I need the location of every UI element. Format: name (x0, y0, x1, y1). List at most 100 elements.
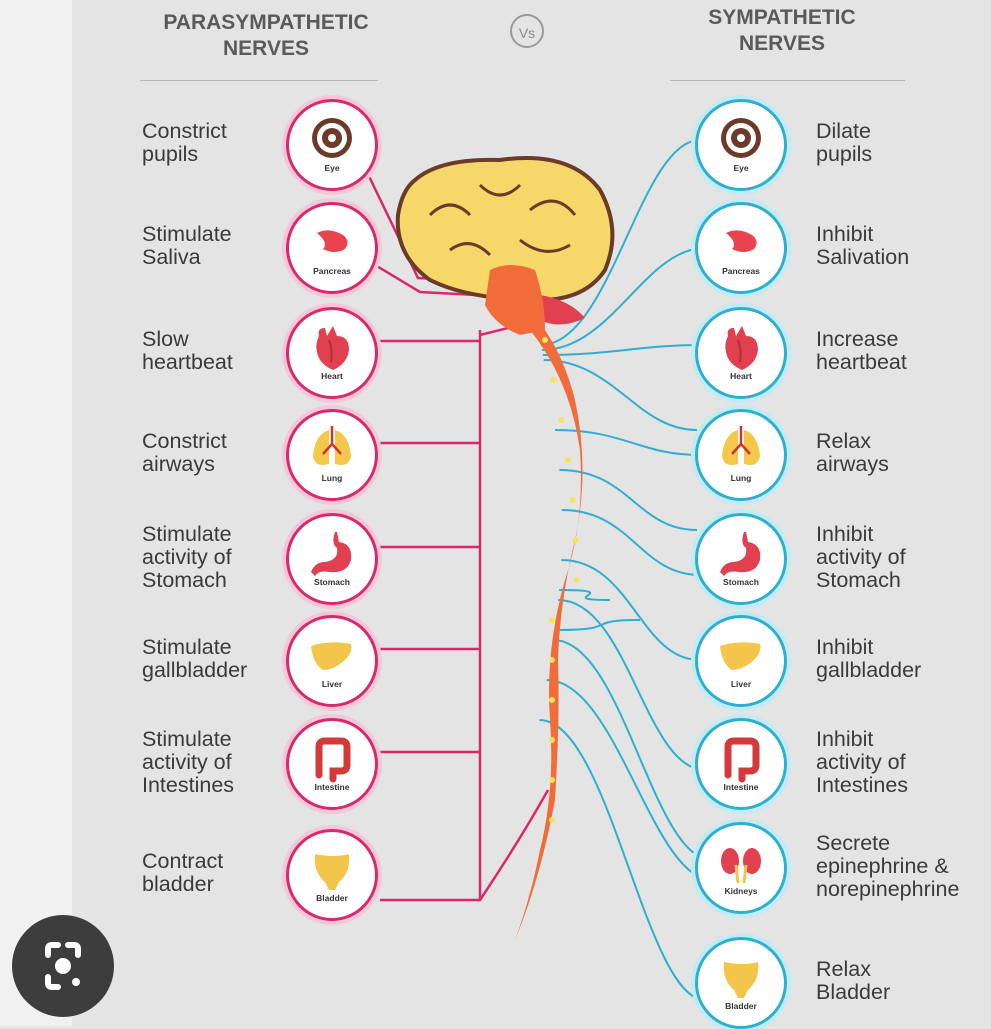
sympathetic-eye-organ: Eye (695, 99, 787, 191)
spinal-ganglion-dot (542, 337, 548, 343)
bladder-icon (723, 962, 759, 998)
brain-illustration (395, 156, 615, 303)
organ-name-label: Bladder (316, 893, 348, 903)
sympathetic-effect-label: Inhibit activity of Intestines (816, 726, 909, 797)
organ-name-label: Intestine (314, 782, 350, 792)
spinal-ganglion-dot (572, 537, 579, 543)
sympathetic-nerve (561, 559, 701, 661)
sympathetic-nerve (559, 469, 698, 531)
parasympathetic-effect-label: Contract bladder (142, 849, 224, 896)
left-heading-rule (140, 80, 378, 81)
sympathetic-heart-organ: Heart (695, 307, 787, 399)
lung-icon (722, 426, 760, 465)
vs-badge: Vs (510, 14, 544, 48)
spinal-ganglion-dot (549, 817, 555, 823)
sympathetic-intestine-organ: Intestine (695, 718, 787, 810)
sympathetic-nerve (540, 139, 701, 346)
spinal-ganglion-dot (573, 577, 580, 583)
sympathetic-effect-label: Inhibit gallbladder (816, 635, 922, 682)
liver-icon (311, 642, 352, 670)
sympathetic-nerve (554, 619, 641, 631)
heart-icon (725, 326, 758, 370)
spinal-ganglion-dot (564, 457, 571, 463)
parasympathetic-liver-organ: Liver (286, 615, 378, 707)
spinal-ganglion-dot (549, 657, 555, 663)
parasympathetic-effect-label: Slow heartbeat (142, 327, 233, 374)
parasympathetic-effect-label: Stimulate Saliva (142, 222, 232, 269)
spinal-ganglion-dot (550, 377, 557, 383)
sympathetic-heading: SYMPATHETIC NERVES (708, 6, 856, 55)
sympathetic-liver-organ: Liver (695, 615, 787, 707)
pancreas-icon (317, 230, 348, 252)
parasympathetic-effect-label: Constrict airways (142, 429, 227, 476)
sympathetic-effect-label: Relax Bladder (816, 957, 891, 1004)
sympathetic-nerve (539, 719, 706, 1001)
sympathetic-kidneys-organ: Kidneys (695, 822, 787, 914)
sympathetic-pancreas-organ: Pancreas (695, 202, 787, 294)
intestine-icon (724, 737, 760, 783)
sympathetic-nerve (554, 429, 701, 456)
sympathetic-nerve (542, 344, 701, 356)
organ-name-label: Stomach (314, 577, 350, 587)
organ-name-label: Intestine (723, 782, 759, 792)
parasympathetic-pancreas-organ: Pancreas (286, 202, 378, 294)
sympathetic-stomach-organ: Stomach (695, 513, 787, 605)
liver-icon (720, 642, 761, 670)
sympathetic-effect-label: Secrete epinephrine & norepinephrine (816, 830, 960, 901)
parasympathetic-effect-label: Stimulate gallbladder (142, 635, 248, 682)
organ-name-label: Lung (730, 473, 752, 483)
organ-name-label: Eye (324, 163, 340, 173)
sympathetic-lung-organ: Lung (695, 409, 787, 501)
organ-name-label: Eye (733, 163, 749, 173)
organ-name-label: Bladder (725, 1001, 757, 1011)
spinal-ganglion-dot (549, 737, 555, 743)
parasympathetic-trunk-nerve (380, 330, 482, 902)
sympathetic-nerve (553, 639, 713, 861)
cerebellum (540, 295, 585, 325)
intestine-icon (315, 737, 351, 783)
organ-name-label: Heart (321, 371, 343, 381)
sympathetic-effect-label: Increase heartbeat (816, 327, 907, 374)
parasympathetic-effect-label: Stimulate activity of Stomach (142, 521, 232, 592)
parasympathetic-bladder-organ: Bladder (286, 829, 378, 921)
left-margin-strip (0, 0, 72, 1026)
heart-icon (316, 326, 349, 370)
eye-icon (721, 118, 761, 158)
organ-name-label: Stomach (723, 577, 759, 587)
right-heading-rule (670, 80, 905, 81)
sympathetic-bladder-organ: Bladder (695, 937, 787, 1029)
google-lens-button[interactable] (12, 915, 114, 1017)
sympathetic-effect-label: Dilate pupils (816, 119, 873, 166)
parasympathetic-effect-label: Constrict pupils (142, 119, 227, 166)
brain-folds (428, 183, 577, 257)
kidneys-icon (721, 848, 761, 884)
organ-name-label: Heart (730, 371, 752, 381)
organ-name-label: Liver (730, 679, 752, 689)
organ-name-label: Liver (321, 679, 343, 689)
parasympathetic-heading: PARASYMPATHETIC NERVES (163, 11, 369, 60)
sympathetic-effect-label: Inhibit Salivation (816, 222, 910, 269)
parasympathetic-sacral-nerve (478, 789, 550, 901)
spinal-ganglion-dot (558, 417, 565, 423)
sympathetic-effect-label: Relax airways (816, 429, 889, 476)
sympathetic-nerve (559, 589, 611, 601)
parasympathetic-effect-label: Stimulate activity of Intestines (142, 726, 235, 797)
organ-name-label: Kidneys (724, 886, 758, 896)
sympathetic-effect-label: Inhibit activity of Stomach (816, 521, 906, 592)
sympathetic-nerve (558, 599, 706, 771)
eye-icon (312, 118, 352, 158)
spinal-ganglion-dot (549, 617, 555, 623)
brainstem (485, 265, 545, 335)
parasympathetic-eye-organ: Eye (286, 99, 378, 191)
sympathetic-nerve (546, 679, 713, 881)
spinal-ganglion-dot (569, 497, 576, 503)
organ-name-label: Pancreas (313, 266, 351, 276)
pancreas-icon (726, 230, 757, 252)
parasympathetic-intestine-organ: Intestine (286, 718, 378, 810)
stomach-icon (720, 532, 761, 576)
organ-name-label: Pancreas (722, 266, 760, 276)
google-lens-icon (45, 942, 81, 990)
spinal-ganglion-dot (549, 777, 555, 783)
spinal-ganglion-dot (549, 697, 555, 703)
